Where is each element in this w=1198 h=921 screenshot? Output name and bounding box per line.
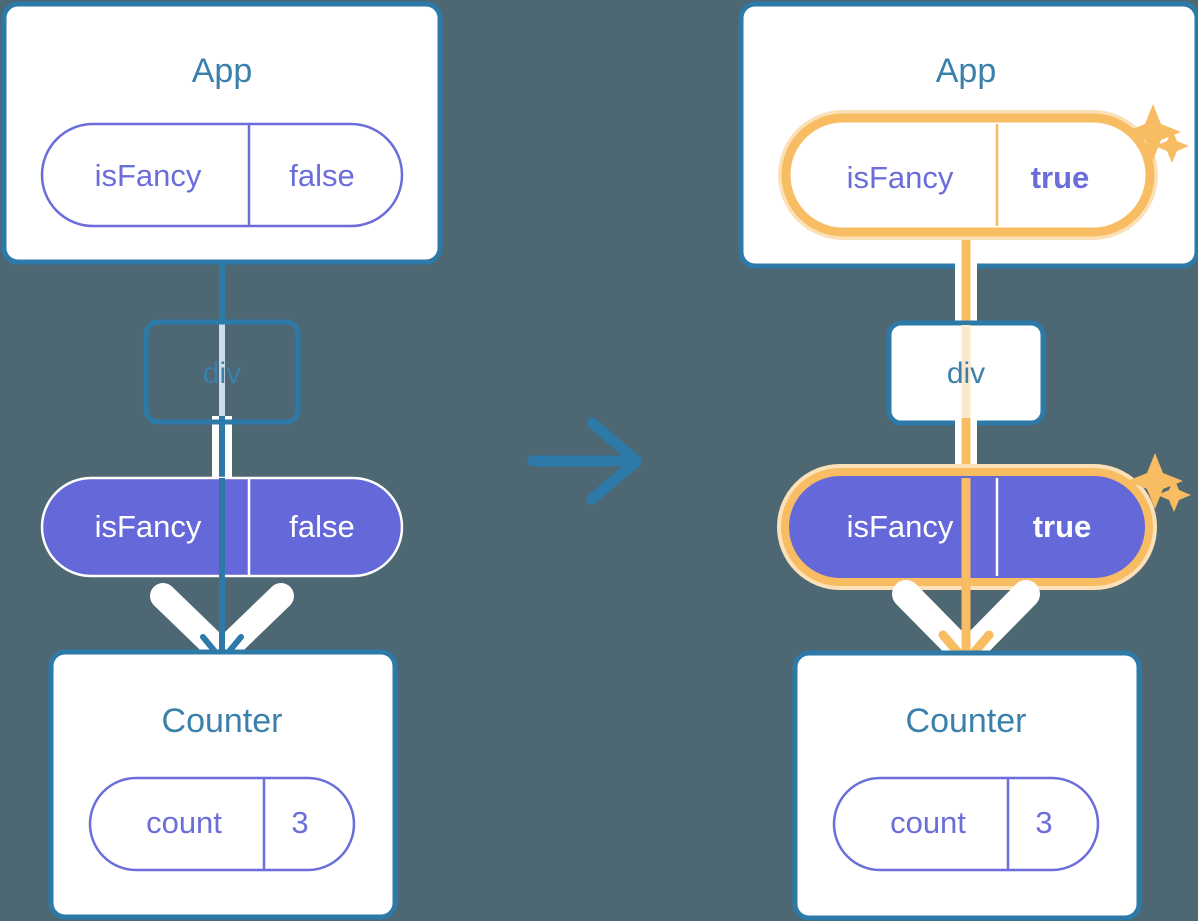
app-state-pill-key: isFancy <box>95 158 202 193</box>
counter-state-pill-key: count <box>890 805 966 840</box>
prop-pill-value: true <box>1033 509 1092 544</box>
panel-after: App isFancy true div <box>738 1 1198 921</box>
app-title: App <box>192 52 253 90</box>
div-card-group: div <box>143 319 301 425</box>
counter-title: Counter <box>162 702 283 740</box>
app-state-pill: isFancy false <box>40 122 404 228</box>
app-state-pill-value: true <box>1031 160 1090 195</box>
pill-outline-shape <box>88 776 356 872</box>
div-card-group: div <box>886 320 1046 426</box>
app-state-pill-key: isFancy <box>847 160 954 195</box>
div-title: div <box>203 357 241 390</box>
counter-state-pill: count 3 <box>832 776 1100 872</box>
div-title: div <box>947 357 985 390</box>
app-state-pill-value: false <box>289 158 354 193</box>
sparkle-group-app <box>1125 104 1189 163</box>
pill-outline-shape <box>40 122 404 228</box>
counter-state-pill: count 3 <box>88 776 356 872</box>
sparkle-large-icon <box>1127 453 1183 509</box>
pill-outline-shape <box>832 776 1100 872</box>
div-card <box>143 319 301 425</box>
counter-state-pill-key: count <box>146 805 222 840</box>
pill-highlight-ring <box>781 113 1155 237</box>
app-state-pill: isFancy true <box>778 110 1158 240</box>
prop-pill-value: false <box>289 509 354 544</box>
sparkle-small-icon <box>1155 129 1189 163</box>
app-title: App <box>936 52 997 90</box>
sparkle-small-icon <box>1157 478 1191 512</box>
panel-before: App isFancy false div isFancy false <box>1 1 443 920</box>
counter-title: Counter <box>906 702 1027 740</box>
transition-arrow-icon <box>527 417 643 505</box>
prop-pill-key: isFancy <box>847 509 954 544</box>
sparkle-large-icon <box>1125 104 1181 160</box>
sparkle-group-prop <box>1127 453 1191 512</box>
counter-state-pill-value: 3 <box>291 805 308 840</box>
prop-pill-key: isFancy <box>95 509 202 544</box>
counter-state-pill-value: 3 <box>1035 805 1052 840</box>
